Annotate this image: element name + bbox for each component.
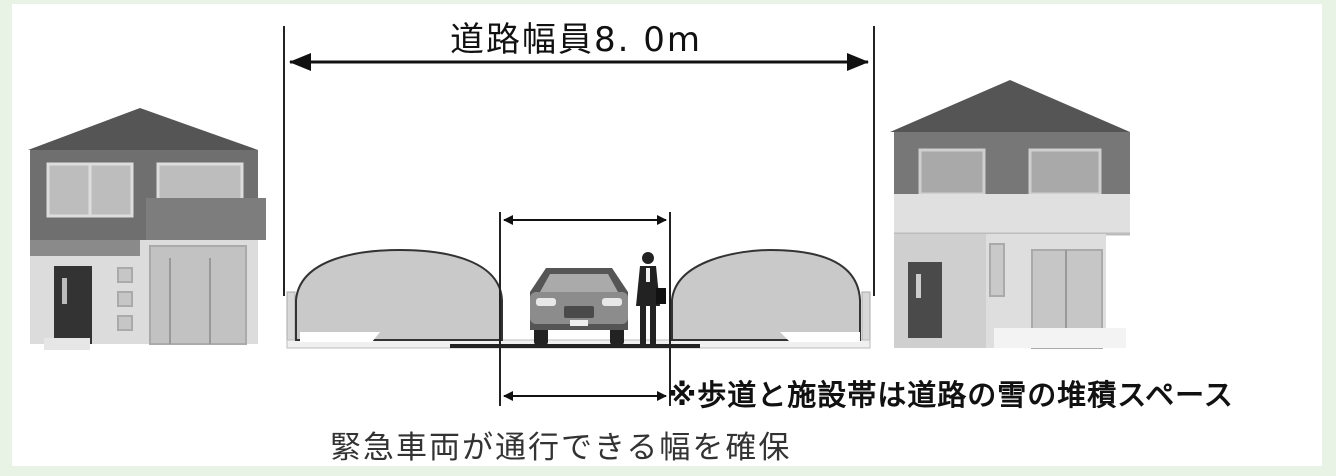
right-house	[890, 80, 1130, 349]
car-icon	[530, 268, 628, 345]
snow-pile-right	[671, 248, 861, 342]
road-width-label: 道路幅員8. 0m	[450, 20, 702, 60]
boundary-lines	[283, 26, 875, 406]
road-surface	[286, 291, 871, 349]
emergency-width-label: 緊急車両が通行できる幅を確保	[330, 430, 792, 466]
snow-pile-left	[295, 248, 503, 342]
snow-storage-note: ※歩道と施設帯は道路の雪の堆積スペース	[668, 378, 1234, 412]
left-house	[28, 108, 266, 350]
pedestrian-icon	[636, 252, 666, 345]
